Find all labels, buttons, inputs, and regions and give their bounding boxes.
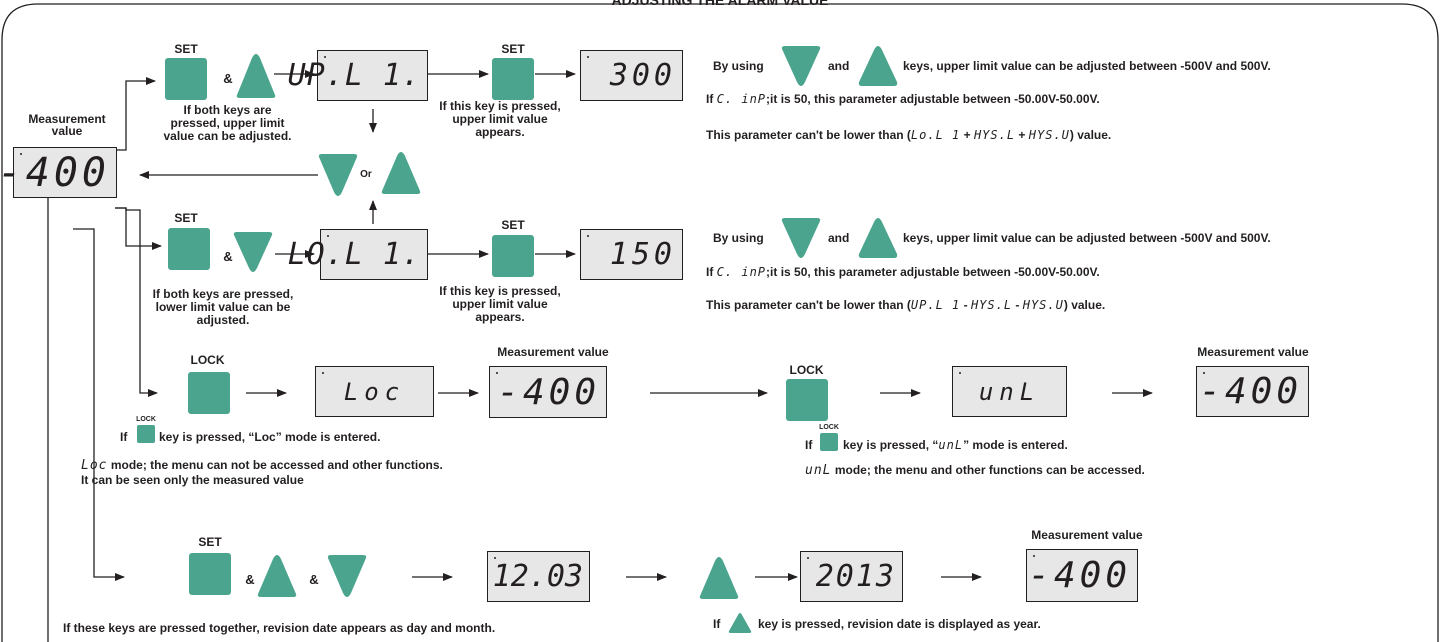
up-arrow-icon[interactable]	[380, 150, 422, 196]
or-label: Or	[360, 169, 372, 180]
upper-info-line3: This parameter can't be lower than (Lo.L…	[706, 128, 1112, 142]
set-label: SET	[198, 535, 222, 549]
revision-caption-right-if: If	[713, 617, 721, 631]
measurement-label: Measurement value	[28, 112, 106, 138]
unl-key-press-text: If	[805, 438, 813, 452]
up-arrow-icon[interactable]	[697, 555, 741, 601]
lock-key-press-rest: key is pressed, “Loc” mode is entered.	[159, 430, 381, 444]
lock-mini-label: LOCK	[819, 424, 839, 431]
down-arrow-icon[interactable]	[318, 152, 358, 198]
lock-key[interactable]	[786, 379, 828, 421]
measurement-value-label: Measurement value	[1031, 528, 1143, 542]
lock-key-mini	[137, 425, 155, 443]
lock-key-mini	[820, 433, 838, 451]
day-month-display: 12.03	[487, 551, 590, 602]
set-label: SET	[501, 42, 525, 56]
unl-display: unL	[952, 366, 1067, 417]
upper-caption-keys: If both keys are pressed, upper limit va…	[163, 103, 292, 143]
up-arrow-icon	[858, 218, 898, 258]
and-label: &	[309, 572, 319, 587]
lower-info-and: and	[828, 231, 850, 245]
up-arrow-icon	[728, 613, 752, 633]
set-label: SET	[174, 211, 198, 225]
lock-key-press-text: If	[120, 430, 128, 444]
up-arrow-icon[interactable]	[236, 52, 276, 100]
set-label: SET	[174, 42, 198, 56]
upper-caption-set: If this key is pressed, upper limit valu…	[439, 99, 561, 139]
upl1-display: UP.L 1.	[288, 50, 428, 101]
upper-value-display: 300	[580, 50, 683, 101]
lock-label: LOCK	[190, 353, 225, 367]
loc-display: Loc	[315, 366, 434, 417]
upper-info-line2: If C. inP;it is 50, this parameter adjus…	[706, 92, 1100, 106]
lower-info-and-using: By using	[713, 231, 764, 245]
and-label: &	[245, 572, 255, 587]
loc-mode-text: Loc mode; the menu can not be accessed a…	[81, 458, 443, 473]
up-arrow-icon	[858, 46, 898, 86]
revision-measurement-display: -400	[1026, 549, 1138, 602]
down-arrow-icon[interactable]	[232, 230, 274, 274]
down-arrow-icon	[781, 46, 821, 86]
set-key[interactable]	[492, 58, 534, 100]
page-title: ADJUSTING THE ALARM VALUE	[611, 0, 829, 8]
unl-mode-text: unL mode; the menu and other functions c…	[805, 463, 1145, 478]
set-label: SET	[501, 218, 525, 232]
lower-caption-keys: If both keys are pressed, lower limit va…	[152, 287, 294, 327]
lock-key[interactable]	[188, 372, 230, 414]
lower-info-line2: If C. inP;it is 50, this parameter adjus…	[706, 265, 1100, 279]
unl-key-press-rest: key is pressed, “unL” mode is entered.	[843, 438, 1068, 452]
down-arrow-icon	[781, 218, 821, 258]
lock-mini-label: LOCK	[136, 416, 156, 423]
up-arrow-icon[interactable]	[256, 553, 298, 599]
lower-caption-set: If this key is pressed, upper limit valu…	[439, 284, 561, 324]
lol1-display: LO.L 1.	[288, 229, 428, 280]
year-display: 2013	[800, 551, 903, 602]
set-key[interactable]	[189, 553, 231, 595]
main-display: -400	[0, 147, 117, 198]
lower-info-keys-text: keys, upper limit value can be adjusted …	[903, 231, 1271, 245]
upper-info-keys-text: keys, upper limit value can be adjusted …	[903, 59, 1271, 73]
measurement-value-label: Measurement value	[1197, 345, 1309, 359]
revision-caption-left: If these keys are pressed together, revi…	[63, 621, 496, 635]
loc-mode-text-2: It can be seen only the measured value	[81, 473, 304, 487]
set-key[interactable]	[165, 58, 207, 100]
lock-label: LOCK	[789, 363, 824, 377]
set-key[interactable]	[168, 228, 210, 270]
revision-caption-right-text: key is pressed, revision date is display…	[758, 617, 1041, 631]
lock-measurement-display: -400	[489, 366, 607, 418]
and-label: &	[223, 249, 233, 264]
set-key[interactable]	[492, 235, 534, 277]
upper-info-and: and	[828, 59, 850, 73]
measurement-value-label: Measurement value	[497, 345, 609, 359]
down-arrow-icon[interactable]	[325, 553, 369, 599]
lower-value-display: 150	[580, 229, 683, 280]
upper-info-line1: By using	[713, 59, 764, 73]
unlock-measurement-display: -400	[1196, 366, 1309, 417]
and-label: &	[223, 71, 233, 86]
lower-info-line3: This parameter can't be lower than (UP.L…	[706, 298, 1106, 312]
